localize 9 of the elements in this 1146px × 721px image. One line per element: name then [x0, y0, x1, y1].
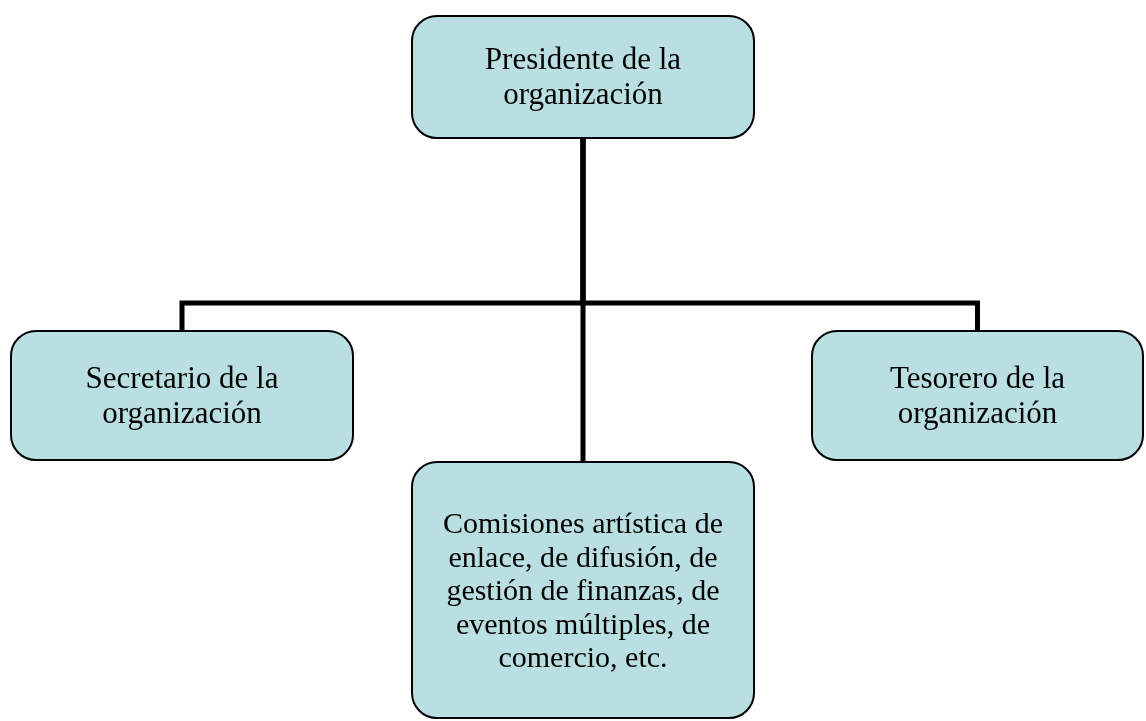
role-label: Tesorero de la organización — [888, 360, 1067, 431]
role-box — [411, 15, 755, 139]
role-box — [411, 461, 755, 719]
role-box — [811, 330, 1144, 461]
role-label: Secretario de la organización — [84, 360, 280, 431]
connector-line — [580, 139, 586, 461]
role-label: Presidente de la organización — [483, 42, 683, 112]
role-box — [10, 330, 354, 461]
role-label: Comisiones artística de enlace, de difusión, de gestión de finanzas, de eventos múltiples, de comercio, etc. — [442, 506, 724, 674]
